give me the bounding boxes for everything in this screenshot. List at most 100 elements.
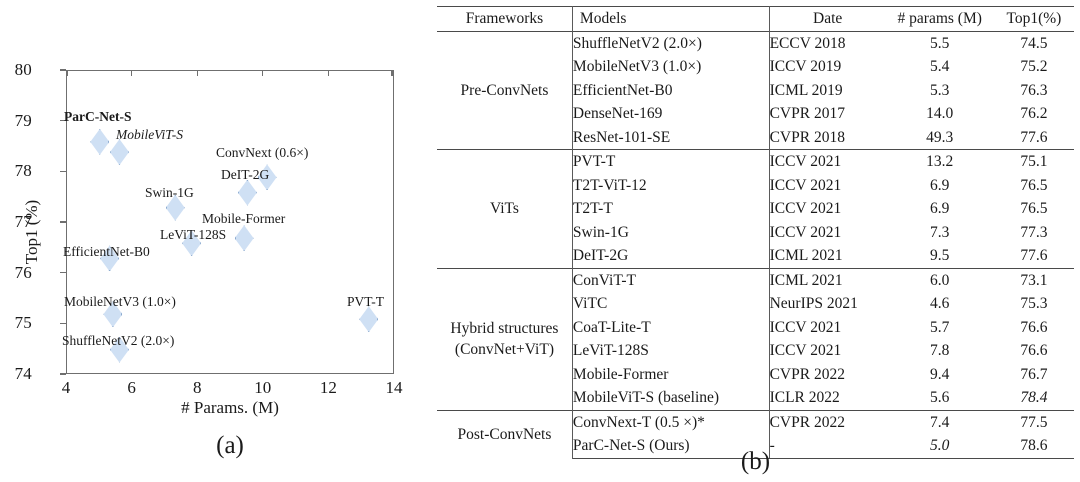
params-cell: 9.5 xyxy=(930,247,950,264)
model-cell: DenseNet-169 xyxy=(572,102,770,126)
top1-cell: 77.3 xyxy=(1020,223,1048,241)
model-cell: MobileViT-S (baseline) xyxy=(572,386,770,410)
params-cell: 6.0 xyxy=(885,267,994,292)
params-cell: 5.7 xyxy=(930,318,950,336)
params-cell: 5.5 xyxy=(885,30,994,55)
model-cell: PVT-T xyxy=(572,149,770,174)
top1-cell: 76.3 xyxy=(1020,81,1048,99)
panel-b-caption: (b) xyxy=(740,448,771,475)
params-cell: 5.4 xyxy=(930,58,950,75)
model-cell: ConvNext-T (0.5 ×)* xyxy=(572,409,770,434)
top1-cell: 76.5 xyxy=(1020,200,1048,217)
x-tick-mark xyxy=(66,70,68,76)
top1-cell: 73.1 xyxy=(993,267,1074,292)
top1-cell: 76.7 xyxy=(1020,365,1048,383)
column-header-frameworks: Frameworks xyxy=(437,6,573,31)
model-cell: ViTC xyxy=(572,292,770,316)
x-tick-label: 10 xyxy=(254,378,272,397)
top1-cell: 74.5 xyxy=(993,30,1074,55)
model-cell: CoaT-Lite-T xyxy=(572,315,770,339)
params-cell: 7.8 xyxy=(930,342,950,359)
column-header-models: Models xyxy=(572,6,770,31)
y-tick-mark xyxy=(60,170,66,173)
scatter-point xyxy=(237,179,257,206)
model-cell: ResNet-101-SE xyxy=(572,125,770,150)
panel-a-caption: (a) xyxy=(216,432,244,459)
x-tick-label: 4 xyxy=(61,378,71,397)
params-cell: 5.3 xyxy=(930,81,950,99)
framework-label-line2: (ConvNet+ViT) xyxy=(454,341,554,358)
model-cell: T2T-ViT-12 xyxy=(572,173,770,197)
date-cell: CVPR 2018 xyxy=(769,128,845,146)
top1-cell: 78.6 xyxy=(993,434,1074,459)
column-header-date: Date xyxy=(769,6,886,31)
model-cell: Swin-1G xyxy=(572,220,770,244)
params-cell: 9.4 xyxy=(930,365,950,383)
model-cell: EfficientNet-B0 xyxy=(572,78,770,102)
scatter-point xyxy=(90,128,110,155)
top1-cell: 77.5 xyxy=(993,409,1074,434)
scatter-point xyxy=(165,194,185,221)
model-cell: ParC-Net-S (Ours) xyxy=(572,434,770,459)
date-cell: ECCV 2018 xyxy=(769,30,886,55)
date-cell: ICCV 2021 xyxy=(769,318,842,336)
y-tick-mark xyxy=(60,69,66,71)
date-cell: CVPR 2022 xyxy=(769,409,886,434)
y-tick-label: 77 xyxy=(14,212,32,231)
scatter-point xyxy=(109,139,129,166)
x-tick-label: 6 xyxy=(127,378,136,397)
model-cell: T2T-T xyxy=(572,197,770,221)
scatter-point-label: DeIT-2G xyxy=(221,167,270,182)
params-cell: 14.0 xyxy=(926,105,954,122)
scatter-point-label: ShuffleNetV2 (2.0×) xyxy=(62,333,175,348)
scatter-point xyxy=(100,245,120,272)
scatter-point-label: MobileNetV3 (1.0×) xyxy=(64,294,176,309)
top1-cell: 78.4 xyxy=(1020,389,1048,406)
params-cell: 6.9 xyxy=(930,200,950,217)
top1-cell: 75.1 xyxy=(993,149,1074,174)
y-tick-mark xyxy=(60,322,66,325)
top1-cell: 75.3 xyxy=(1020,295,1048,312)
y-tick-mark xyxy=(60,271,66,274)
top1-cell: 76.6 xyxy=(1020,342,1048,359)
framework-cell: ViTs xyxy=(437,149,573,268)
y-tick-label: 78 xyxy=(14,161,32,181)
date-cell: ICCV 2021 xyxy=(769,149,886,174)
top1-cell: 76.6 xyxy=(1020,318,1048,336)
date-cell: CVPR 2017 xyxy=(769,105,845,122)
top1-cell: 77.6 xyxy=(1020,128,1048,146)
date-cell: ICCV 2021 xyxy=(769,200,842,217)
date-cell: - xyxy=(769,434,886,459)
scatter-point-label: LeViT-128S xyxy=(160,227,227,242)
framework-label-line1: Hybrid structures xyxy=(450,320,559,337)
scatter-point xyxy=(257,164,277,191)
model-cell: DeIT-2G xyxy=(572,244,770,268)
y-tick-mark xyxy=(60,119,66,122)
params-cell: 6.9 xyxy=(930,176,950,194)
date-cell: ICLR 2022 xyxy=(769,389,840,406)
date-cell: ICCV 2021 xyxy=(769,176,842,194)
scatter-point-label: PVT-T xyxy=(347,294,385,309)
top1-cell: 77.6 xyxy=(1020,247,1048,264)
date-cell: ICML 2021 xyxy=(769,247,843,264)
x-tick-mark xyxy=(391,70,393,76)
params-cell: 4.6 xyxy=(930,295,950,312)
date-cell: ICCV 2021 xyxy=(769,223,842,241)
params-cell: 13.2 xyxy=(885,149,994,174)
